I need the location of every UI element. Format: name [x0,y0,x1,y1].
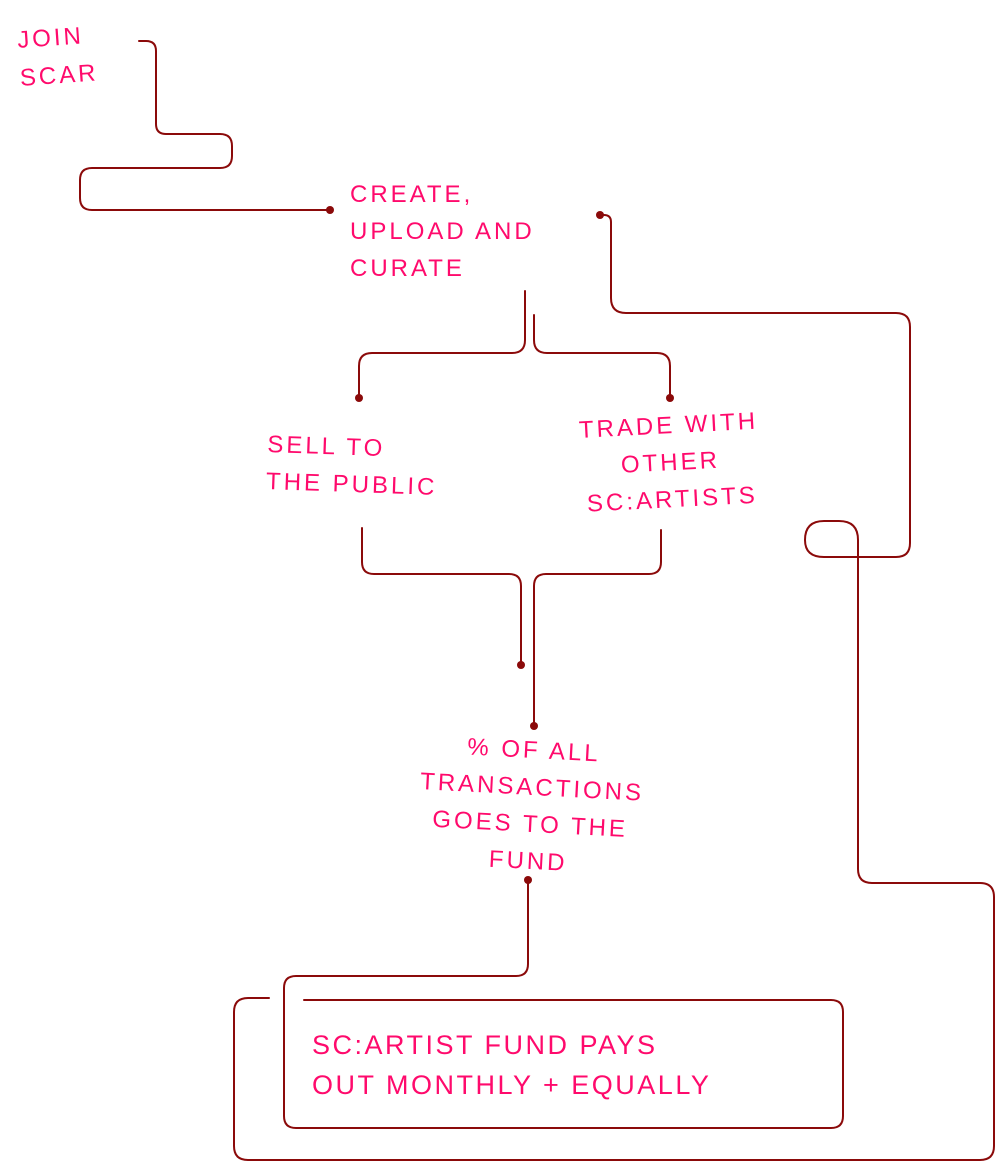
node-artist-fund-payout: SC:ARTIST FUND PAYS OUT MONTHLY + EQUALL… [312,1025,711,1105]
node-text-line: JOIN [16,22,85,54]
node-text-line: SCAR [18,59,100,92]
node-join-scar: JOIN SCAR [16,17,100,98]
edge-fund-to-create [233,214,995,1161]
node-text-line: SC:ARTIST FUND PAYS [312,1030,658,1060]
connector-dot [517,661,525,669]
node-percent-to-fund: % OF ALL TRANSACTIONS GOES TO THE FUND [397,725,664,886]
connector-dot [666,394,674,402]
edge-create-to-trade [533,314,671,399]
edge-percent-to-fund [283,879,844,1129]
node-text-line: CREATE, [350,181,474,208]
connector-dot [326,206,334,214]
node-text-line: UPLOAD AND [350,218,535,245]
edge-join-to-create [79,40,331,211]
connector-dot [530,722,538,730]
connector-dot [524,876,532,884]
connector-dot [596,211,604,219]
node-text-line: CURATE [350,255,465,282]
node-text-line: SELL TO [266,430,386,463]
node-text-line: OUT MONTHLY + EQUALLY [312,1070,712,1100]
node-trade-with-artists: TRADE WITH OTHER SC:ARTISTS [578,403,763,523]
node-sell-to-public: SELL TO THE PUBLIC [265,426,439,506]
connector-dot [355,394,363,402]
edge-sell-to-percent [361,527,522,665]
edge-trade-to-percent [533,529,662,726]
edge-create-to-sell [358,290,526,399]
node-create-upload-curate: CREATE, UPLOAD AND CURATE [350,176,535,287]
node-text-line: THE PUBLIC [265,467,438,501]
